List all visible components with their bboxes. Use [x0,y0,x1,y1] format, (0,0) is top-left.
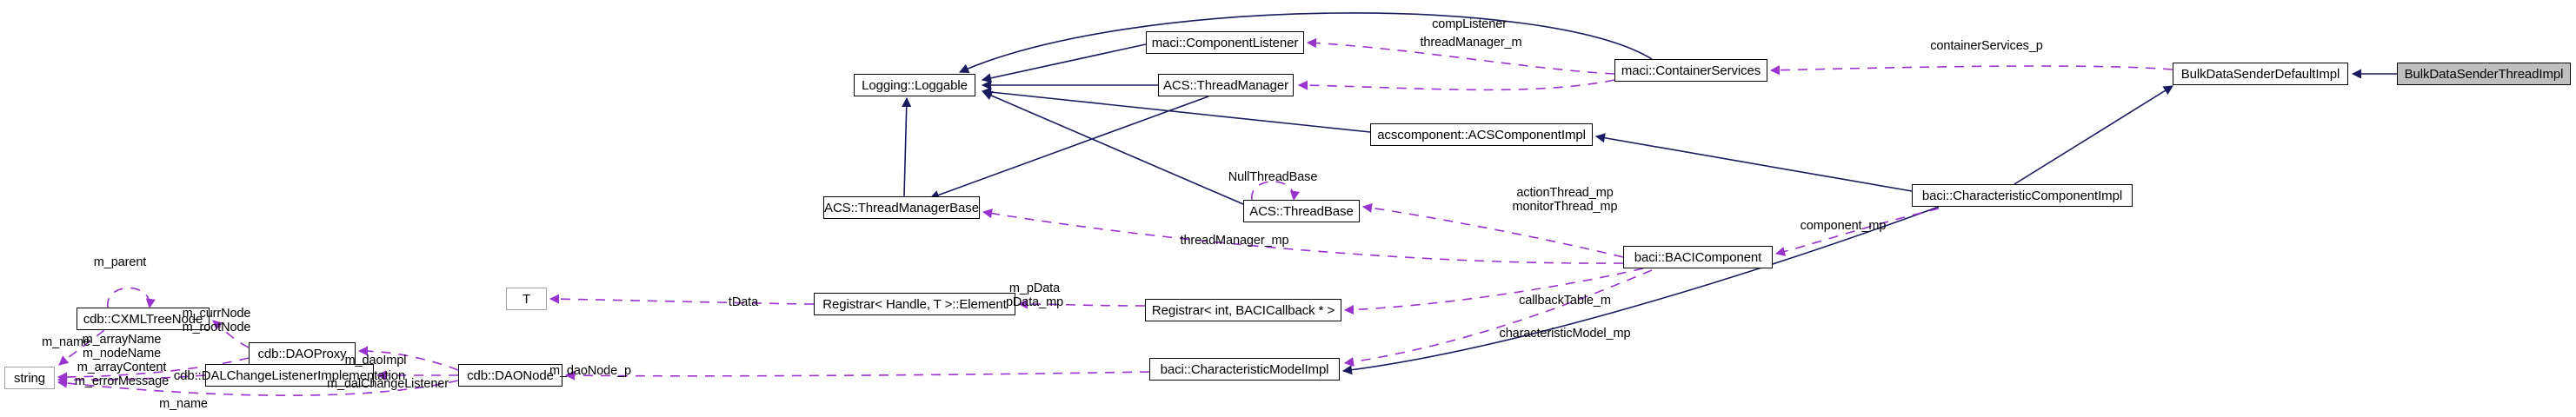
node-acs-threadmanager[interactable]: ACS::ThreadManager [1158,74,1294,96]
edge-label-component-mp: component_mp [1800,219,1887,233]
edge-label-characteristicmodel-mp: characteristicModel_mp [1499,327,1631,341]
node-baci-characteristiccomponentimpl[interactable]: baci::CharacteristicComponentImpl [1912,184,2133,207]
node-cdb-daoproxy[interactable]: cdb::DAOProxy [249,342,356,365]
usage-edges [57,37,2173,396]
edge-label-m-nodename: m_nodeName [82,347,162,361]
node-bulkdatasenderthreadimpl[interactable]: BulkDataSenderThreadImpl [2397,63,2571,85]
edge-label-callbacktable-m: callbackTable_m [1519,294,1611,308]
node-string[interactable]: string [4,367,55,389]
edge-label-pdata-mp: pData_mp [1005,295,1064,309]
node-cdb-daonode[interactable]: cdb::DAONode [458,364,562,387]
node-cdb-dalchangelistenerimplementation[interactable]: cdb::DALChangeListenerImplementation [174,364,405,387]
node-bulkdatasenderdefaultimpl[interactable]: BulkDataSenderDefaultImpl [2173,63,2348,85]
node-acs-threadmanagerbase[interactable]: ACS::ThreadManagerBase [823,196,980,219]
node-logging-loggable[interactable]: Logging::Loggable [854,74,975,96]
edge-label-m-daoimpl: m_daoImpl [344,354,407,367]
edge-label-m-parent: m_parent [93,255,147,269]
edge-label-m-arraycontent: m_arrayContent [77,361,167,374]
node-registrar-handle-t-element[interactable]: Registrar< Handle, T >::Element [814,293,1015,315]
node-cdb-cxmltreenode[interactable]: cdb::CXMLTreeNode [77,308,210,330]
edge-label-m-errormessage: m_errorMessage [74,374,170,388]
edge-label-m-name-cxmltreenode: m_name [42,335,90,349]
node-acscomponent-acscomponentimpl[interactable]: acscomponent::ACSComponentImpl [1370,123,1593,146]
edge-label-m-daonode-p: m_daoNode_p [549,364,632,378]
node-maci-containerservices[interactable]: maci::ContainerServices [1614,59,1767,82]
edge-label-complistener: compListener [1432,17,1507,31]
edge-label-m-pdata: m_pData [1008,281,1061,295]
edge-label-tdata: tData [728,295,759,309]
edge-label-threadmanager-mp: threadManager_mp [1180,234,1289,248]
node-baci-bacicomponent[interactable]: baci::BACIComponent [1623,246,1773,268]
edge-label-m-dalchangelistener: m_dalChangeListener [327,377,449,391]
node-registrar-int-bacicallback[interactable]: Registrar< int, BACICallback * > [1145,299,1341,321]
edge-label-m-name-daonode: m_name [159,397,208,411]
edge-label-m-rootnode: m_rootNode [182,321,251,334]
edge-label-m-currnode: m_currNode [182,307,251,321]
node-maci-componentlistener[interactable]: maci::ComponentListener [1146,31,1304,54]
node-baci-characteristicmodelimpl[interactable]: baci::CharacteristicModelImpl [1149,358,1340,381]
edge-label-actionthread-mp: actionThread_mp [1516,186,1614,200]
inheritance-edges [902,12,2397,375]
edge-label-m-arrayname: m_arrayName [82,333,162,347]
edge-label-threadmanager-m: threadManager_m [1420,36,1522,50]
edge-label-containerservices-p: containerServices_p [1930,39,2043,53]
node-acs-threadbase[interactable]: ACS::ThreadBase [1243,200,1360,222]
edge-label-monitorthread-mp: monitorThread_mp [1512,200,1618,214]
node-t[interactable]: T [506,288,547,310]
edge-label-nullthreadbase: NullThreadBase [1228,170,1318,184]
